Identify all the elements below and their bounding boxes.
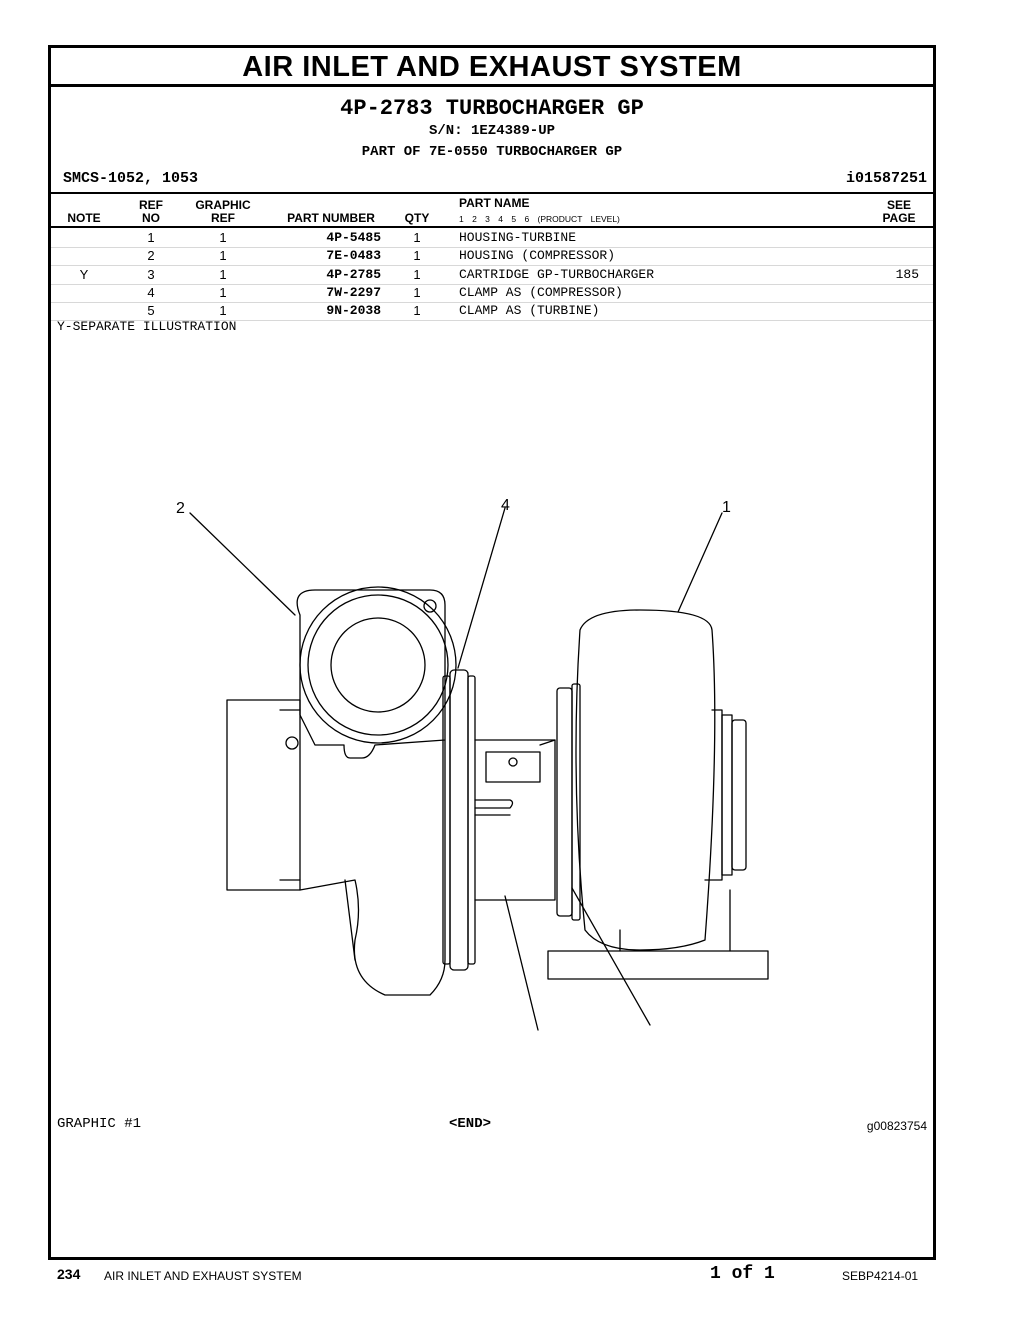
- footer-title: AIR INLET AND EXHAUST SYSTEM: [104, 1269, 302, 1283]
- product-levels: 1 2 3 4 5 6 (PRODUCT LEVEL): [459, 214, 620, 224]
- row-ref-no: 2: [147, 248, 155, 264]
- group-title: 4P-2783 TURBOCHARGER GP: [340, 96, 644, 121]
- row-part-number: 4P-5485: [326, 230, 381, 245]
- col-note: NOTE: [67, 211, 101, 225]
- row-qty: 1: [413, 303, 421, 319]
- row-see-page: 185: [895, 266, 919, 282]
- row-ref-no: 4: [147, 284, 155, 300]
- col-part-number: PART NUMBER: [287, 211, 375, 225]
- row-qty: 1: [413, 248, 421, 264]
- row-part-name: CARTRIDGE GP-TURBOCHARGER: [459, 266, 655, 282]
- footer-doc-id: SEBP4214-01: [842, 1269, 919, 1283]
- smcs-codes: SMCS-1052, 1053: [63, 170, 199, 187]
- table-row: 4 1 7W-2297 1 CLAMP AS (COMPRESSOR): [51, 284, 933, 303]
- col-graphic-top: GRAPHIC: [195, 198, 251, 212]
- callout-4: 4: [501, 497, 510, 514]
- row-part-number: 4P-2785: [326, 266, 381, 282]
- table-row: 5 1 9N-2038 1 CLAMP AS (TURBINE): [51, 302, 933, 322]
- row-qty: 1: [413, 266, 421, 282]
- table-row: 2 1 7E-0483 1 HOUSING (COMPRESSOR): [51, 247, 933, 267]
- row-part-name: HOUSING-TURBINE: [459, 230, 577, 245]
- col-qty: QTY: [404, 211, 430, 225]
- col-see-bottom: PAGE: [882, 211, 916, 225]
- serial-number: S/N: 1EZ4389-UP: [428, 123, 556, 139]
- part-of: PART OF 7E-0550 TURBOCHARGER GP: [361, 144, 623, 160]
- end-mark: <END>: [449, 1116, 492, 1132]
- page-frame: AIR INLET AND EXHAUST SYSTEM 4P-2783 TUR…: [48, 45, 936, 1260]
- col-ref-top: REF: [139, 198, 163, 212]
- row-part-name: CLAMP AS (TURBINE): [459, 303, 600, 319]
- col-graphic-bottom: REF: [211, 211, 235, 225]
- row-part-number: 9N-2038: [326, 303, 381, 319]
- col-see-top: SEE: [886, 198, 911, 212]
- col-ref-bottom: NO: [142, 211, 160, 225]
- row-part-number: 7W-2297: [326, 284, 381, 300]
- row-graphic-ref: 1: [219, 266, 227, 282]
- row-part-number: 7E-0483: [326, 248, 381, 264]
- row-part-name: CLAMP AS (COMPRESSOR): [459, 284, 623, 300]
- row-graphic-ref: 1: [219, 248, 227, 264]
- row-ref-no: 5: [147, 303, 155, 319]
- footer-page-number: 234: [57, 1266, 81, 1282]
- table-row: 1 1 4P-5485 1 HOUSING-TURBINE: [51, 229, 933, 248]
- document-ident: i01587251: [845, 170, 927, 187]
- footer-page-of: 1 of 1: [710, 1264, 775, 1284]
- row-part-name: HOUSING (COMPRESSOR): [459, 248, 616, 264]
- row-graphic-ref: 1: [219, 230, 227, 245]
- graphic-label: GRAPHIC #1: [57, 1116, 142, 1132]
- col-part-name: PART NAME: [459, 196, 530, 210]
- callout-1: 1: [722, 499, 731, 516]
- graphic-id: g00823754: [866, 1119, 927, 1133]
- footnote: Y-SEPARATE ILLUSTRATION: [57, 319, 237, 334]
- row-ref-no: 1: [147, 230, 155, 245]
- row-qty: 1: [413, 230, 421, 245]
- callout-2: 2: [176, 500, 185, 517]
- row-graphic-ref: 1: [219, 284, 227, 300]
- table-row: Y 3 1 4P-2785 1 CARTRIDGE GP-TURBOCHARGER 185: [51, 266, 933, 285]
- row-graphic-ref: 1: [219, 303, 227, 319]
- row-qty: 1: [413, 284, 421, 300]
- row-ref-no: 3: [147, 266, 155, 282]
- header-bottom-rule: [51, 226, 933, 228]
- turbocharger-illustration: 2 4 1 3 5: [176, 497, 769, 1031]
- row-note: Y: [79, 266, 89, 282]
- section-title: AIR INLET AND EXHAUST SYSTEM: [51, 48, 933, 87]
- header-top-rule: [51, 192, 933, 194]
